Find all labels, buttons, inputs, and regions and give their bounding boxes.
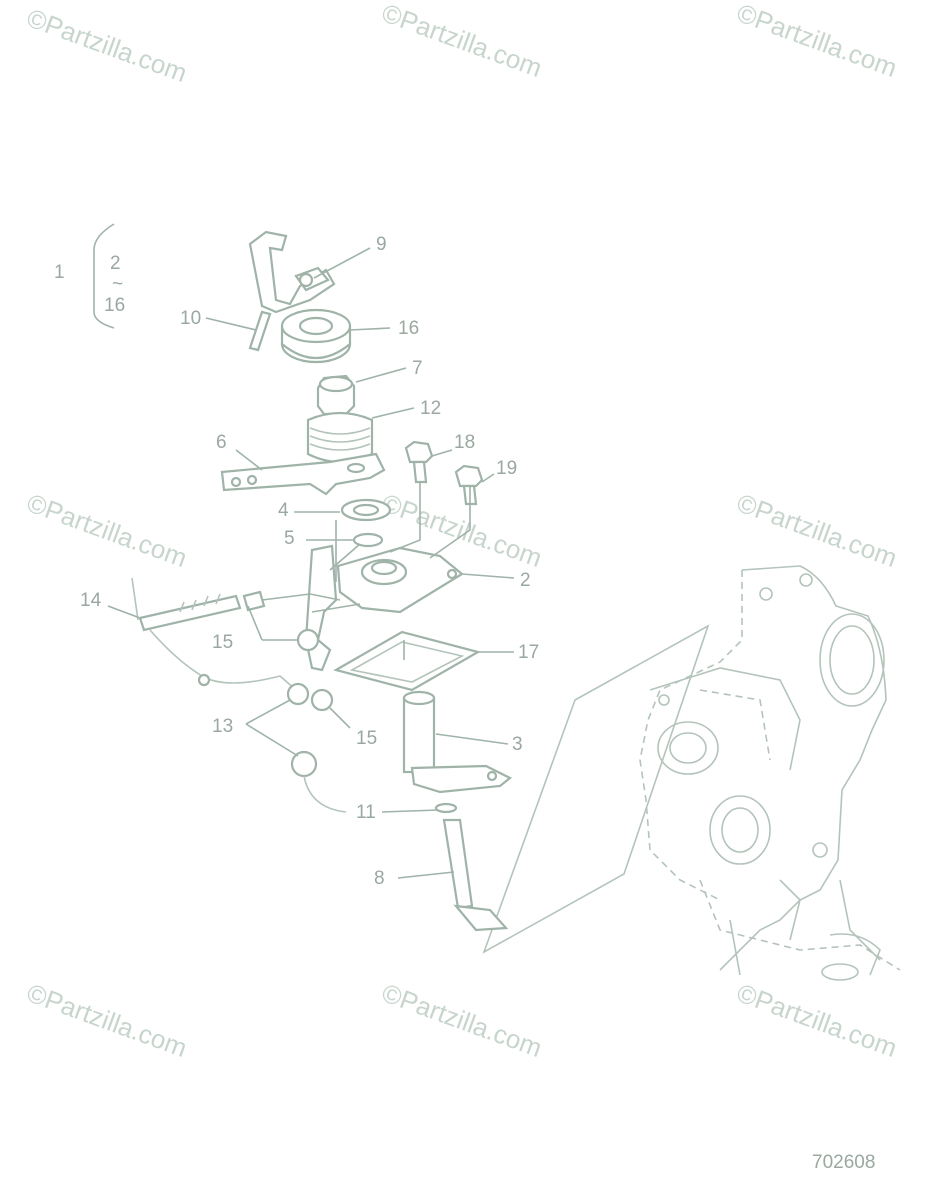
callout-18: 18: [454, 432, 475, 453]
callout-10: 10: [180, 308, 201, 329]
watermark: ©Partzilla.com: [733, 0, 901, 83]
diagram-code: 702608: [812, 1152, 875, 1173]
callout-5: 5: [284, 528, 295, 549]
watermark: ©Partzilla.com: [733, 977, 901, 1063]
part-6-link-plate: [220, 452, 386, 496]
part-7-nut: [316, 374, 356, 416]
callout-13: 13: [212, 716, 233, 737]
callout-3: 3: [512, 734, 523, 755]
callout-17: 17: [518, 642, 539, 663]
bracket-parent-label: 1: [54, 262, 65, 283]
bracket-tilde: ~: [112, 274, 123, 295]
part-14-spring-rod: [131, 577, 266, 632]
part-8-lower-shaft: [442, 818, 509, 932]
part-13-cable: [149, 629, 347, 813]
part-3-shaft: [402, 690, 513, 794]
engine-block-outline: [482, 565, 901, 981]
watermark: ©Partzilla.com: [733, 487, 901, 573]
part-5-o-ring: [352, 532, 384, 548]
part-10-pin: [248, 310, 272, 352]
callout-14: 14: [80, 590, 102, 611]
part-15-grommet: [310, 688, 334, 712]
part-19-bolt: [454, 464, 484, 506]
callout-8: 8: [374, 868, 385, 889]
watermark: ©Partzilla.com: [23, 2, 191, 88]
bracket-top-label: 2: [110, 253, 121, 274]
part-15-grommet: [296, 628, 320, 652]
part-11-clip: [434, 802, 458, 814]
callout-16: 16: [398, 318, 419, 339]
callout-11: 11: [356, 802, 376, 823]
watermark: ©Partzilla.com: [23, 977, 191, 1063]
part-16-collar: [280, 308, 352, 364]
callout-labels: 9 10 16 7 12 6 18 19 4 5 2 14 15 17 13 1…: [80, 234, 539, 889]
part-2-housing-cover: [336, 546, 464, 614]
assembly-bracket: 1 2 ~ 16: [54, 223, 125, 329]
part-17-gasket: [333, 630, 481, 692]
callout-15: 15: [212, 632, 233, 653]
callout-15: 15: [356, 728, 377, 749]
callout-12: 12: [420, 398, 441, 419]
part-9-lever: [248, 230, 336, 314]
watermark: ©Partzilla.com: [378, 0, 546, 83]
callout-7: 7: [412, 358, 423, 379]
callout-19: 19: [496, 458, 517, 479]
part-18-bolt: [404, 440, 434, 484]
watermark: ©Partzilla.com: [378, 977, 546, 1063]
part-4-washer: [340, 498, 392, 522]
watermark: ©Partzilla.com: [23, 487, 191, 573]
callout-2: 2: [520, 570, 531, 591]
callout-9: 9: [376, 234, 387, 255]
callout-6: 6: [216, 432, 227, 453]
leader-lines: [107, 247, 515, 879]
callout-4: 4: [278, 500, 289, 521]
part-12-spring: [306, 411, 374, 464]
bracket-bottom-label: 16: [104, 295, 125, 316]
